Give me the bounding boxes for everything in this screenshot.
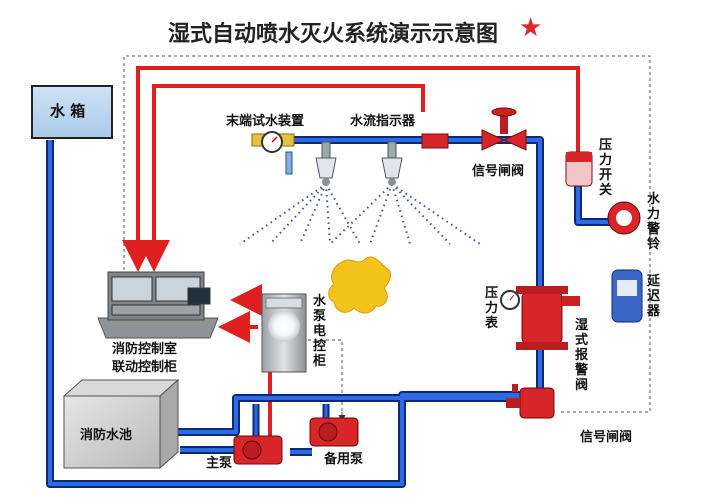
delay-device	[611, 269, 643, 323]
star-icon: ★	[519, 13, 543, 43]
supply-pipes	[48, 138, 610, 486]
label-fire-pool: 消防水池	[80, 428, 133, 443]
water-flow-indicator	[421, 133, 449, 149]
label-water-tank: 水 箱	[50, 102, 86, 120]
label-linkage-control-cabinet: 联动控制柜	[112, 360, 178, 375]
label-delay-device: 延迟器	[646, 274, 660, 319]
label-water-flow-indicator: 水流指示器	[350, 114, 416, 129]
label-end-test-device: 末端试水装置	[226, 114, 305, 129]
main-pump	[233, 435, 283, 465]
pressure-switch	[565, 151, 593, 187]
label-signal-valve-top: 信号闸阀	[472, 164, 525, 179]
control-wiring	[123, 55, 651, 422]
label-pressure-switch: 压力开关	[598, 138, 612, 198]
sprinkler-head-2	[381, 141, 403, 186]
end-test-device	[251, 131, 295, 175]
label-standby-pump: 备用泵	[324, 452, 364, 467]
label-control-room: 消防控制室	[112, 342, 178, 357]
label-pressure-gauge: 压力表	[484, 286, 498, 331]
fire-shape	[328, 256, 391, 314]
page-title: 湿式自动喷水灭火系统演示示意图	[168, 22, 499, 47]
wet-alarm-valve	[516, 286, 580, 350]
label-water-motor-alarm-bell: 水力警铃	[646, 192, 660, 252]
label-pump-control-cabinet: 水泵电控柜	[312, 294, 326, 369]
water-tank	[31, 85, 113, 139]
control-console	[97, 271, 219, 339]
pressure-gauge	[500, 290, 520, 310]
water-motor-alarm-bell	[607, 201, 641, 235]
sprinkler-head-1	[315, 141, 337, 186]
signal-valve-top	[481, 107, 527, 151]
label-wet-alarm-valve: 湿式报警阀	[574, 318, 588, 393]
standby-pump	[309, 417, 359, 447]
fire-pool	[62, 378, 180, 470]
label-signal-valve-bottom: 信号闸阀	[580, 430, 633, 445]
signal-valve-bottom	[506, 384, 555, 419]
signal-lines	[122, 66, 580, 440]
sprinkler-spray	[239, 183, 481, 245]
label-main-pump: 主泵	[206, 456, 233, 471]
pump-control-cabinet	[261, 293, 307, 373]
